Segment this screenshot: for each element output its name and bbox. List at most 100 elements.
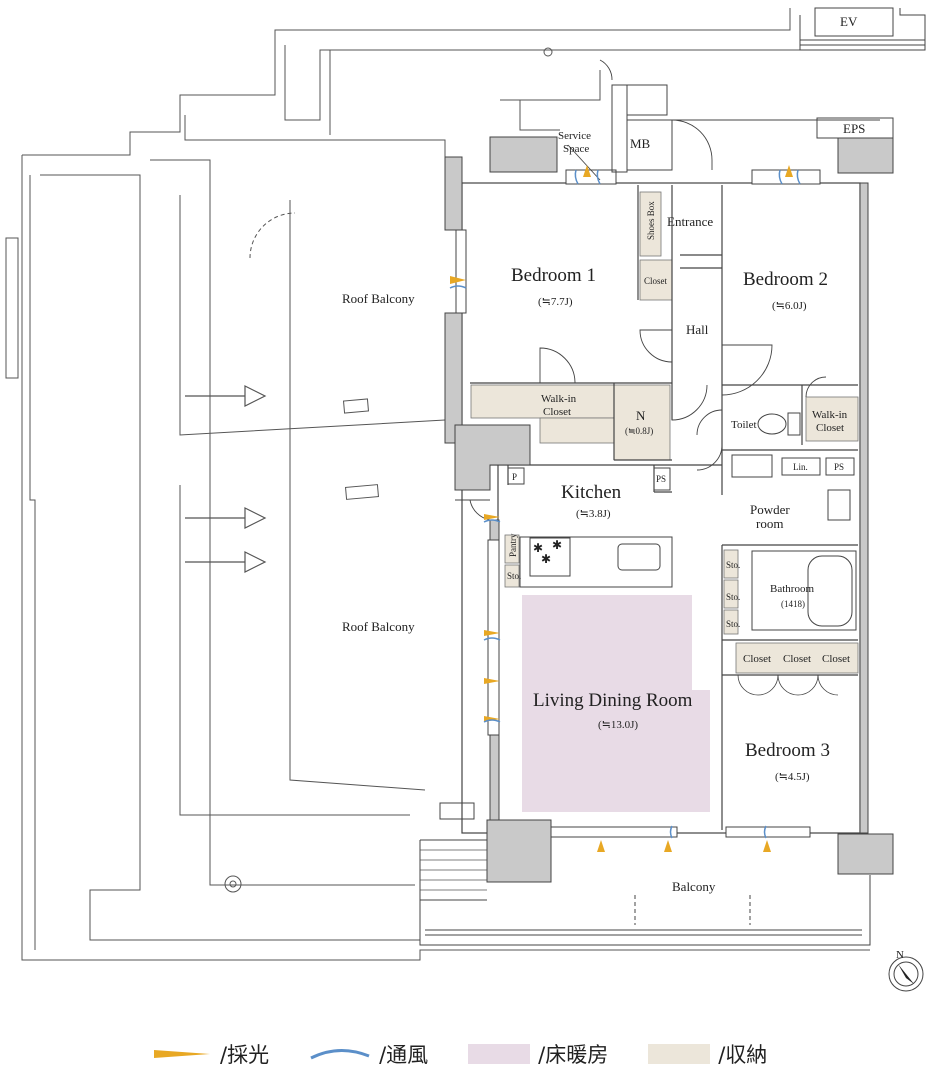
label-powder-2: room [756,516,783,531]
compass-needle [898,964,914,984]
label-roof-balcony-2: Roof Balcony [342,619,415,634]
label-toilet: Toilet [731,419,757,431]
label-roof-balcony-1: Roof Balcony [342,291,415,306]
label-wic2-b: Closet [816,422,844,434]
label-ldr: Living Dining Room [533,690,693,711]
label-powder-1: Powder [750,502,790,517]
drain-1 [342,398,370,414]
label-balcony: Balcony [672,879,716,894]
light-indicators [450,165,793,852]
washer [827,489,851,521]
label-wic2-a: Walk-in [812,409,848,421]
label-wic1-a: Walk-in [541,393,577,405]
legend-storage-label: /収納 [718,1043,768,1067]
label-closet-b3-1: Closet [743,653,771,665]
label-n: N [636,408,646,423]
label-bedroom3-size: (≒4.5J) [775,771,810,783]
drain-circle-1 [224,875,242,893]
label-closet-b1: Closet [644,276,668,286]
floor-heating-swatch [468,1044,531,1064]
label-ps2: PS [834,462,844,472]
legend-light: /採光 [150,1039,269,1069]
light-swatch-icon [154,1050,210,1058]
p-box [507,467,525,485]
roof-balcony-door [249,212,296,259]
legend-light-label: /採光 [220,1043,270,1067]
label-closet-b3-3: Closet [822,653,850,665]
ps1-box [653,467,671,491]
label-ev: EV [840,14,858,29]
floor-heating-area [522,595,710,812]
room-labels: EV EPS MB Service Space Bedroom 1 (≒7.7J… [342,14,904,961]
label-entrance: Entrance [667,214,713,229]
label-closet-b3-2: Closet [783,653,811,665]
kitchen-sink [617,543,661,571]
bath-area [751,550,857,631]
label-pantry: Pantry [508,533,518,557]
toilet-bowl [757,413,787,435]
label-hall: Hall [686,322,709,337]
label-p: P [512,472,517,482]
kitchen-counter [519,536,673,588]
toilet-tank [787,412,801,436]
label-ldr-size: (≒13.0J) [598,719,638,731]
label-lin: Lin. [793,462,808,472]
drain-2 [344,484,380,500]
compass-ring [888,956,924,992]
legend-floor-heating-label: /床暖房 [538,1043,609,1067]
legend-wind: /通風 [309,1039,428,1069]
label-mb: MB [630,136,651,151]
common-area [611,7,926,173]
svg-text:✱: ✱ [552,538,562,552]
label-bedroom2-size: (≒6.0J) [772,300,807,312]
wind-swatch-icon [310,1049,370,1060]
stove [529,537,571,577]
lin-box [781,457,821,476]
label-bathroom: Bathroom [770,583,814,595]
label-bedroom1: Bedroom 1 [511,265,596,286]
label-n-size: (≒0.8J) [625,426,653,436]
svg-text:✱: ✱ [541,552,551,566]
balcony-unit [439,802,475,820]
svg-text:✱: ✱ [533,541,543,555]
exterior-walls [444,136,894,883]
stove-burners: ✱✱✱ [533,538,562,566]
wind-indicators [449,169,801,839]
label-kitchen: Kitchen [561,482,622,503]
label-eps: EPS [843,121,865,136]
label-kitchen-size: (≒3.8J) [576,508,611,520]
label-bedroom2: Bedroom 2 [743,269,828,290]
drain-circle-3 [543,47,553,57]
slope-arrows [185,385,267,573]
storage-swatch [648,1044,711,1064]
label-service-1: Service [558,130,591,142]
compass-inner [893,961,919,987]
label-north: N [896,949,904,961]
label-wic1-b: Closet [543,406,571,418]
balcony-stairs [420,849,487,891]
label-sto-b3: Sto. [726,619,740,629]
closet-doors-b3 [737,674,839,696]
label-bedroom1-size: (≒7.7J) [538,296,573,308]
door-swings [455,59,827,521]
label-shoes-box: Shoes Box [646,201,656,240]
label-sto-b1: Sto. [726,560,740,570]
legend-wind-label: /通風 [379,1043,429,1067]
powder-sink [731,454,773,478]
label-sto-b2: Sto. [726,592,740,602]
label-bathroom-size: (1418) [781,599,805,609]
balcony-outline [419,839,871,946]
legend-floor-heating: /床暖房 [468,1039,608,1069]
bathtub [807,555,853,627]
roof-balcony-outline [21,8,870,961]
label-service-2: Space [563,143,589,155]
ps2-box [825,457,855,476]
drain-circle-2 [229,880,237,888]
label-bedroom3: Bedroom 3 [745,740,830,761]
label-ps1: PS [656,474,666,484]
label-sto-k: Sto. [507,571,521,581]
legend: /採光 /通風 /床暖房 /収納 [150,1036,810,1072]
legend-storage: /収納 [648,1039,767,1069]
left-wall-stub [5,237,19,379]
